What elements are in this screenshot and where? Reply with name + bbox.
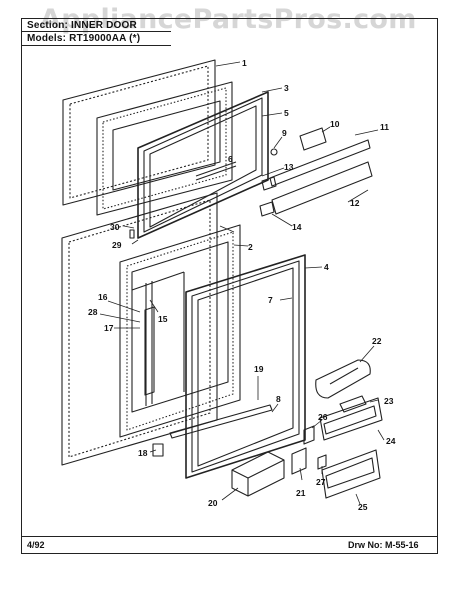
callout-23: 23 — [384, 396, 394, 406]
footer-rule — [21, 536, 438, 537]
dairy-cover — [315, 359, 371, 399]
callout-27: 27 — [316, 477, 326, 487]
callout-19: 19 — [254, 364, 264, 374]
callout-30: 30 — [110, 222, 120, 232]
callout-11: 11 — [380, 122, 389, 132]
header-rule — [21, 31, 171, 32]
bolt — [129, 229, 135, 239]
diagram-frame — [21, 18, 438, 554]
callout-28: 28 — [88, 307, 98, 317]
callout-12: 12 — [350, 198, 360, 208]
drawing-number: Drw No: M-55-16 — [348, 540, 419, 550]
callout-10: 10 — [330, 119, 340, 129]
fresh-food-door-gasket — [185, 254, 306, 479]
callout-20: 20 — [208, 498, 218, 508]
hinge-bracket — [299, 127, 327, 151]
section-title: Section: INNER DOOR — [27, 20, 137, 31]
callout-14: 14 — [292, 222, 302, 232]
callout-22: 22 — [372, 336, 382, 346]
fresh-food-door-outer-panel — [61, 192, 218, 466]
door-bin-lower — [321, 449, 381, 499]
callout-29: 29 — [112, 240, 122, 250]
model-title: Models: RT19000AA (*) — [27, 33, 141, 44]
callout-2: 2 — [248, 242, 253, 252]
screw — [270, 148, 278, 156]
callout-3: 3 — [284, 83, 289, 93]
callout-labels: 1 2 3 4 5 6 7 8 9 10 11 12 13 14 15 16 1… — [88, 58, 396, 512]
callout-26: 26 — [318, 412, 328, 422]
callout-6: 6 — [228, 154, 233, 164]
shelf-end — [261, 176, 277, 191]
freezer-door-gasket — [137, 91, 269, 239]
callout-7: 7 — [268, 295, 273, 305]
end-cap — [152, 443, 164, 457]
callout-25: 25 — [358, 502, 368, 512]
clip — [317, 454, 327, 470]
callout-24: 24 — [386, 436, 396, 446]
door-bin — [319, 397, 383, 441]
callout-16: 16 — [98, 292, 108, 302]
callout-15: 15 — [158, 314, 168, 324]
trim-strip — [269, 139, 371, 187]
fresh-food-inner-liner — [119, 224, 241, 438]
callout-18: 18 — [138, 448, 148, 458]
callout-9: 9 — [282, 128, 287, 138]
shelf-bar — [169, 404, 273, 439]
revision-date: 4/92 — [27, 540, 45, 550]
egg-tray — [231, 451, 285, 497]
callout-8: 8 — [276, 394, 281, 404]
dairy-tray — [339, 395, 367, 413]
callout-1: 1 — [242, 58, 247, 68]
callout-13: 13 — [284, 162, 294, 172]
shelf-end — [259, 201, 275, 217]
callout-21: 21 — [296, 488, 306, 498]
callout-5: 5 — [284, 108, 289, 118]
bin-support — [291, 447, 307, 475]
callout-4: 4 — [324, 262, 329, 272]
callout-17: 17 — [104, 323, 114, 333]
clip — [303, 425, 315, 445]
shelf-rail — [271, 161, 373, 215]
watermark: AppliancePartsPros.com — [40, 4, 417, 35]
header-rule — [21, 45, 171, 46]
freezer-door-outer-panel — [62, 59, 233, 216]
